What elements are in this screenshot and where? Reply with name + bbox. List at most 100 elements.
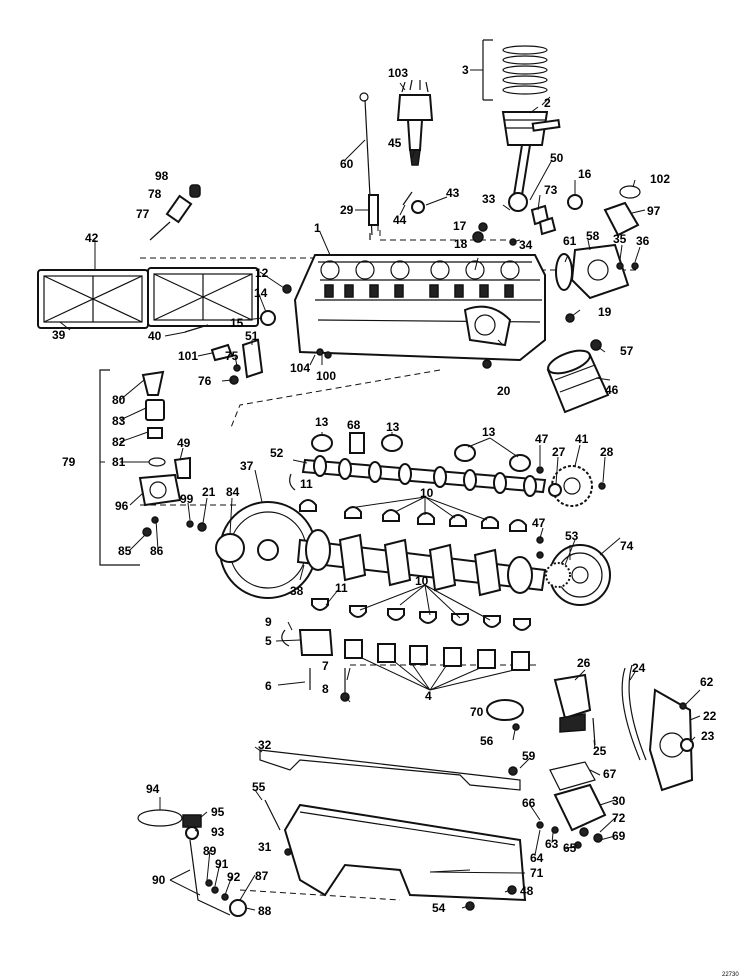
label-8: 8 <box>322 682 329 696</box>
label-40: 40 <box>148 329 162 343</box>
label-6: 6 <box>265 679 272 693</box>
label-57: 57 <box>620 344 634 358</box>
label-20: 20 <box>497 384 511 398</box>
label-77: 77 <box>136 207 150 221</box>
camshaft <box>301 455 547 497</box>
label-78: 78 <box>148 187 162 201</box>
label-69: 69 <box>612 829 626 843</box>
label-70: 70 <box>470 705 484 719</box>
label-47a: 47 <box>535 432 549 446</box>
label-12: 12 <box>255 266 269 280</box>
label-27: 27 <box>552 445 566 459</box>
label-31: 31 <box>258 840 272 854</box>
oil-pan-plate <box>549 761 607 832</box>
label-1: 1 <box>314 221 321 235</box>
label-99: 99 <box>180 492 194 506</box>
label-101: 101 <box>178 349 198 363</box>
cam-bearings <box>311 432 531 472</box>
leader-lines <box>59 69 701 911</box>
label-34: 34 <box>519 238 533 252</box>
label-43: 43 <box>446 186 460 200</box>
label-11b: 11 <box>335 581 348 595</box>
label-18: 18 <box>454 237 468 251</box>
label-86: 86 <box>150 544 164 558</box>
label-102: 102 <box>650 172 670 186</box>
hardware <box>142 184 694 911</box>
part-labels: 1 2 3 4 5 6 7 8 9 10 10 10 11 11 12 13 1… <box>52 63 739 978</box>
label-47b: 47 <box>532 516 546 530</box>
timing-cover <box>621 664 694 792</box>
label-45: 45 <box>388 136 402 150</box>
label-10: 10 <box>420 486 434 500</box>
label-72: 72 <box>612 811 626 825</box>
label-84: 84 <box>226 485 240 499</box>
label-33: 33 <box>482 192 496 206</box>
label-97: 97 <box>647 204 661 218</box>
bearing-caps <box>298 629 530 671</box>
label-25: 25 <box>593 744 607 758</box>
label-35: 35 <box>613 232 627 246</box>
label-90: 90 <box>152 873 166 887</box>
label-98: 98 <box>155 169 169 183</box>
label-22: 22 <box>703 709 717 723</box>
label-95: 95 <box>211 805 225 819</box>
label-9: 9 <box>265 615 272 629</box>
label-17: 17 <box>453 219 467 233</box>
main-bearings <box>299 499 531 631</box>
label-24: 24 <box>632 661 646 675</box>
label-39: 39 <box>52 328 66 342</box>
label-2: 2 <box>544 96 551 110</box>
label-79: 79 <box>62 455 76 469</box>
label-19: 19 <box>598 305 612 319</box>
label-71: 71 <box>530 866 544 880</box>
distributor <box>396 79 434 166</box>
label-61: 61 <box>563 234 577 248</box>
label-82: 82 <box>112 435 126 449</box>
label-42: 42 <box>85 231 99 245</box>
label-4: 4 <box>425 689 432 703</box>
label-52: 52 <box>270 446 284 460</box>
label-11: 11 <box>300 477 313 491</box>
label-54: 54 <box>432 901 446 915</box>
label-5: 5 <box>265 634 272 648</box>
label-46: 46 <box>605 383 619 397</box>
oil-pump <box>486 673 592 733</box>
label-64: 64 <box>530 851 544 865</box>
label-63: 63 <box>545 837 559 851</box>
label-37: 37 <box>240 459 254 473</box>
crank-pulley <box>545 544 611 606</box>
label-96: 96 <box>115 499 129 513</box>
piston-assembly <box>501 45 561 212</box>
label-66: 66 <box>522 796 536 810</box>
label-10b: 10 <box>415 574 429 588</box>
label-73: 73 <box>544 183 558 197</box>
label-81: 81 <box>112 455 126 469</box>
crankshaft <box>296 529 547 597</box>
label-26: 26 <box>577 656 591 670</box>
dipstick <box>359 92 379 236</box>
label-30: 30 <box>612 794 626 808</box>
oil-pan <box>283 803 527 902</box>
label-80: 80 <box>112 393 126 407</box>
label-67: 67 <box>603 767 617 781</box>
label-60: 60 <box>340 157 354 171</box>
label-21: 21 <box>202 485 216 499</box>
label-29: 29 <box>340 203 354 217</box>
label-51: 51 <box>245 329 259 343</box>
label-104: 104 <box>290 361 310 375</box>
label-92: 92 <box>227 870 241 884</box>
label-14: 14 <box>254 286 268 300</box>
label-75: 75 <box>225 349 239 363</box>
label-93: 93 <box>211 825 225 839</box>
label-62: 62 <box>700 675 714 689</box>
label-38: 38 <box>290 584 304 598</box>
label-41: 41 <box>575 432 589 446</box>
label-16: 16 <box>578 167 592 181</box>
label-49: 49 <box>177 436 191 450</box>
label-48: 48 <box>520 884 534 898</box>
label-87: 87 <box>255 869 269 883</box>
oil-pan-gasket <box>259 749 521 791</box>
label-74: 74 <box>620 539 634 553</box>
oil-pickup <box>137 809 247 917</box>
